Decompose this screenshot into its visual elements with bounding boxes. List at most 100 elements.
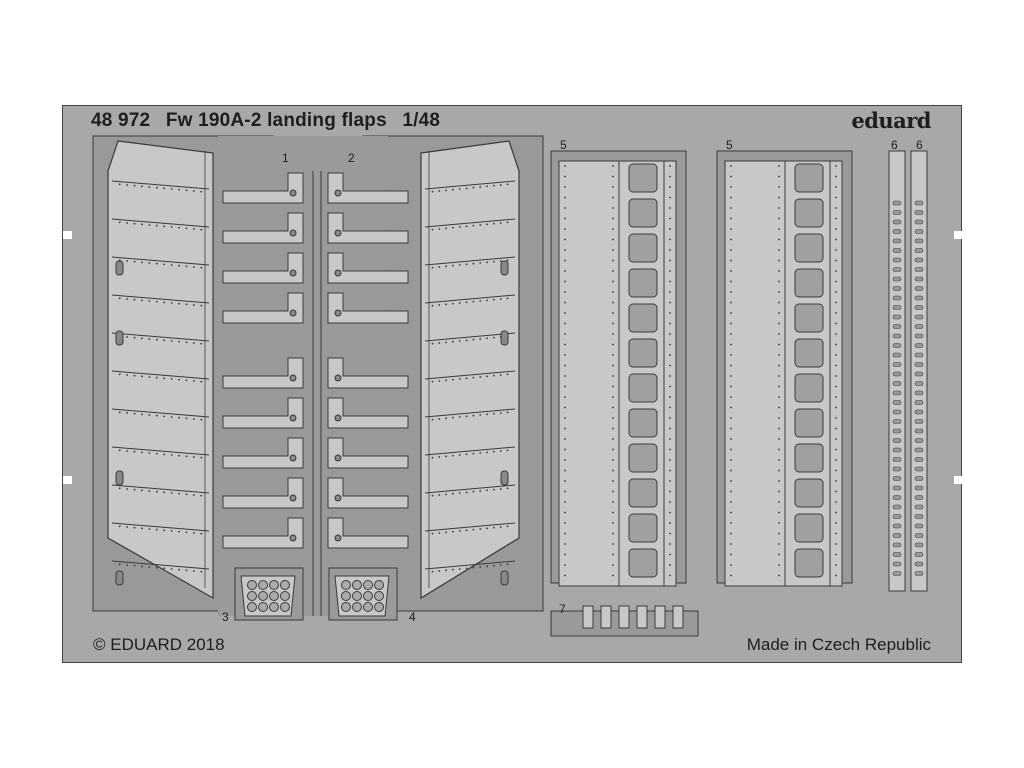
rivet (431, 304, 434, 307)
rivet (730, 511, 732, 514)
strip-slot (892, 248, 902, 253)
rivet (612, 417, 614, 419)
rivet (192, 304, 195, 306)
rivet (472, 300, 475, 303)
strip-slot (914, 523, 924, 529)
rivet (669, 469, 671, 472)
rivet (612, 249, 614, 251)
rivet (506, 449, 509, 452)
rivet (564, 553, 566, 556)
strip-slot (892, 466, 902, 472)
rivet (185, 189, 188, 192)
hinge-hole (289, 374, 297, 382)
brand-logo: eduard (851, 108, 931, 133)
strip-slot (892, 362, 902, 367)
hinge-hole (334, 189, 342, 197)
rivet (669, 165, 671, 167)
strip-slot (892, 457, 902, 462)
rivet (141, 413, 143, 416)
rivet (452, 416, 454, 419)
strip-slot (914, 400, 924, 405)
strip-slot (892, 305, 902, 310)
rivet (564, 354, 566, 356)
rivet (479, 566, 482, 568)
rivet (730, 543, 732, 545)
rivet (778, 459, 780, 461)
rivet (170, 226, 173, 228)
flap-rib (111, 294, 210, 304)
rivet (148, 186, 151, 188)
rivet (200, 570, 203, 573)
hinge-bracket-left (222, 212, 304, 244)
rivet (669, 553, 671, 556)
rivet (669, 364, 671, 367)
strip-cell (628, 408, 658, 438)
rivet (835, 375, 837, 377)
strip-slot (914, 248, 924, 253)
rivet (431, 570, 434, 573)
rivet (479, 224, 482, 226)
strip-cell (794, 233, 824, 263)
rivet (564, 270, 566, 272)
rivet (192, 190, 195, 192)
strip-slot (914, 295, 924, 301)
rivet (669, 448, 671, 451)
strip-slot (914, 542, 924, 548)
strip-slot (892, 495, 902, 500)
flap-rib (111, 446, 210, 456)
rivet (192, 228, 195, 230)
rivet (506, 487, 509, 490)
hinge-bracket-left (222, 172, 304, 204)
rivet (472, 490, 475, 493)
rivet (438, 304, 441, 306)
rivet (835, 532, 837, 535)
part-number-4: 4 (409, 610, 416, 624)
rivet (431, 380, 434, 383)
strip-part-5b-web (724, 160, 786, 587)
rivet (141, 299, 143, 302)
rivet (730, 249, 732, 251)
rivet (778, 175, 780, 178)
rivet (669, 301, 671, 304)
strip-slot (914, 238, 924, 244)
photo-etch-fret: 48 972 Fw 190A-2 landing flaps 1/48 edua… (62, 105, 963, 663)
rivet (564, 522, 566, 524)
rivet (730, 280, 732, 283)
rivet (438, 418, 441, 420)
rivet (835, 543, 837, 545)
rivet (778, 186, 780, 188)
plate-hole (341, 591, 351, 601)
rivet (564, 469, 566, 472)
rivet (163, 567, 166, 570)
rivet (493, 298, 495, 301)
rivet (730, 406, 732, 409)
rivet (835, 301, 837, 304)
rivet (499, 412, 502, 414)
rivet (778, 511, 780, 514)
rivet (730, 417, 732, 419)
rivet (835, 406, 837, 409)
strip-cell (628, 478, 658, 508)
rivet (438, 380, 441, 382)
plate-hole (269, 602, 279, 612)
rivet (564, 501, 566, 503)
rivet (486, 299, 488, 302)
rivet (178, 188, 180, 191)
rivet (612, 207, 614, 209)
rivet (452, 340, 454, 343)
flap-hole (500, 470, 509, 486)
rivet (431, 418, 434, 421)
rivet (465, 377, 468, 380)
rivet (499, 184, 502, 186)
rivet (192, 342, 195, 344)
part-7-clip (636, 605, 648, 629)
rivet (669, 417, 671, 419)
flap-rib (424, 522, 516, 532)
rivet (452, 188, 454, 191)
plate-hole (341, 580, 351, 590)
rivet (669, 385, 671, 388)
flap-rib (424, 560, 516, 570)
strip-part-5a-web (558, 160, 620, 587)
rivet (612, 270, 614, 272)
rivet (835, 553, 837, 556)
